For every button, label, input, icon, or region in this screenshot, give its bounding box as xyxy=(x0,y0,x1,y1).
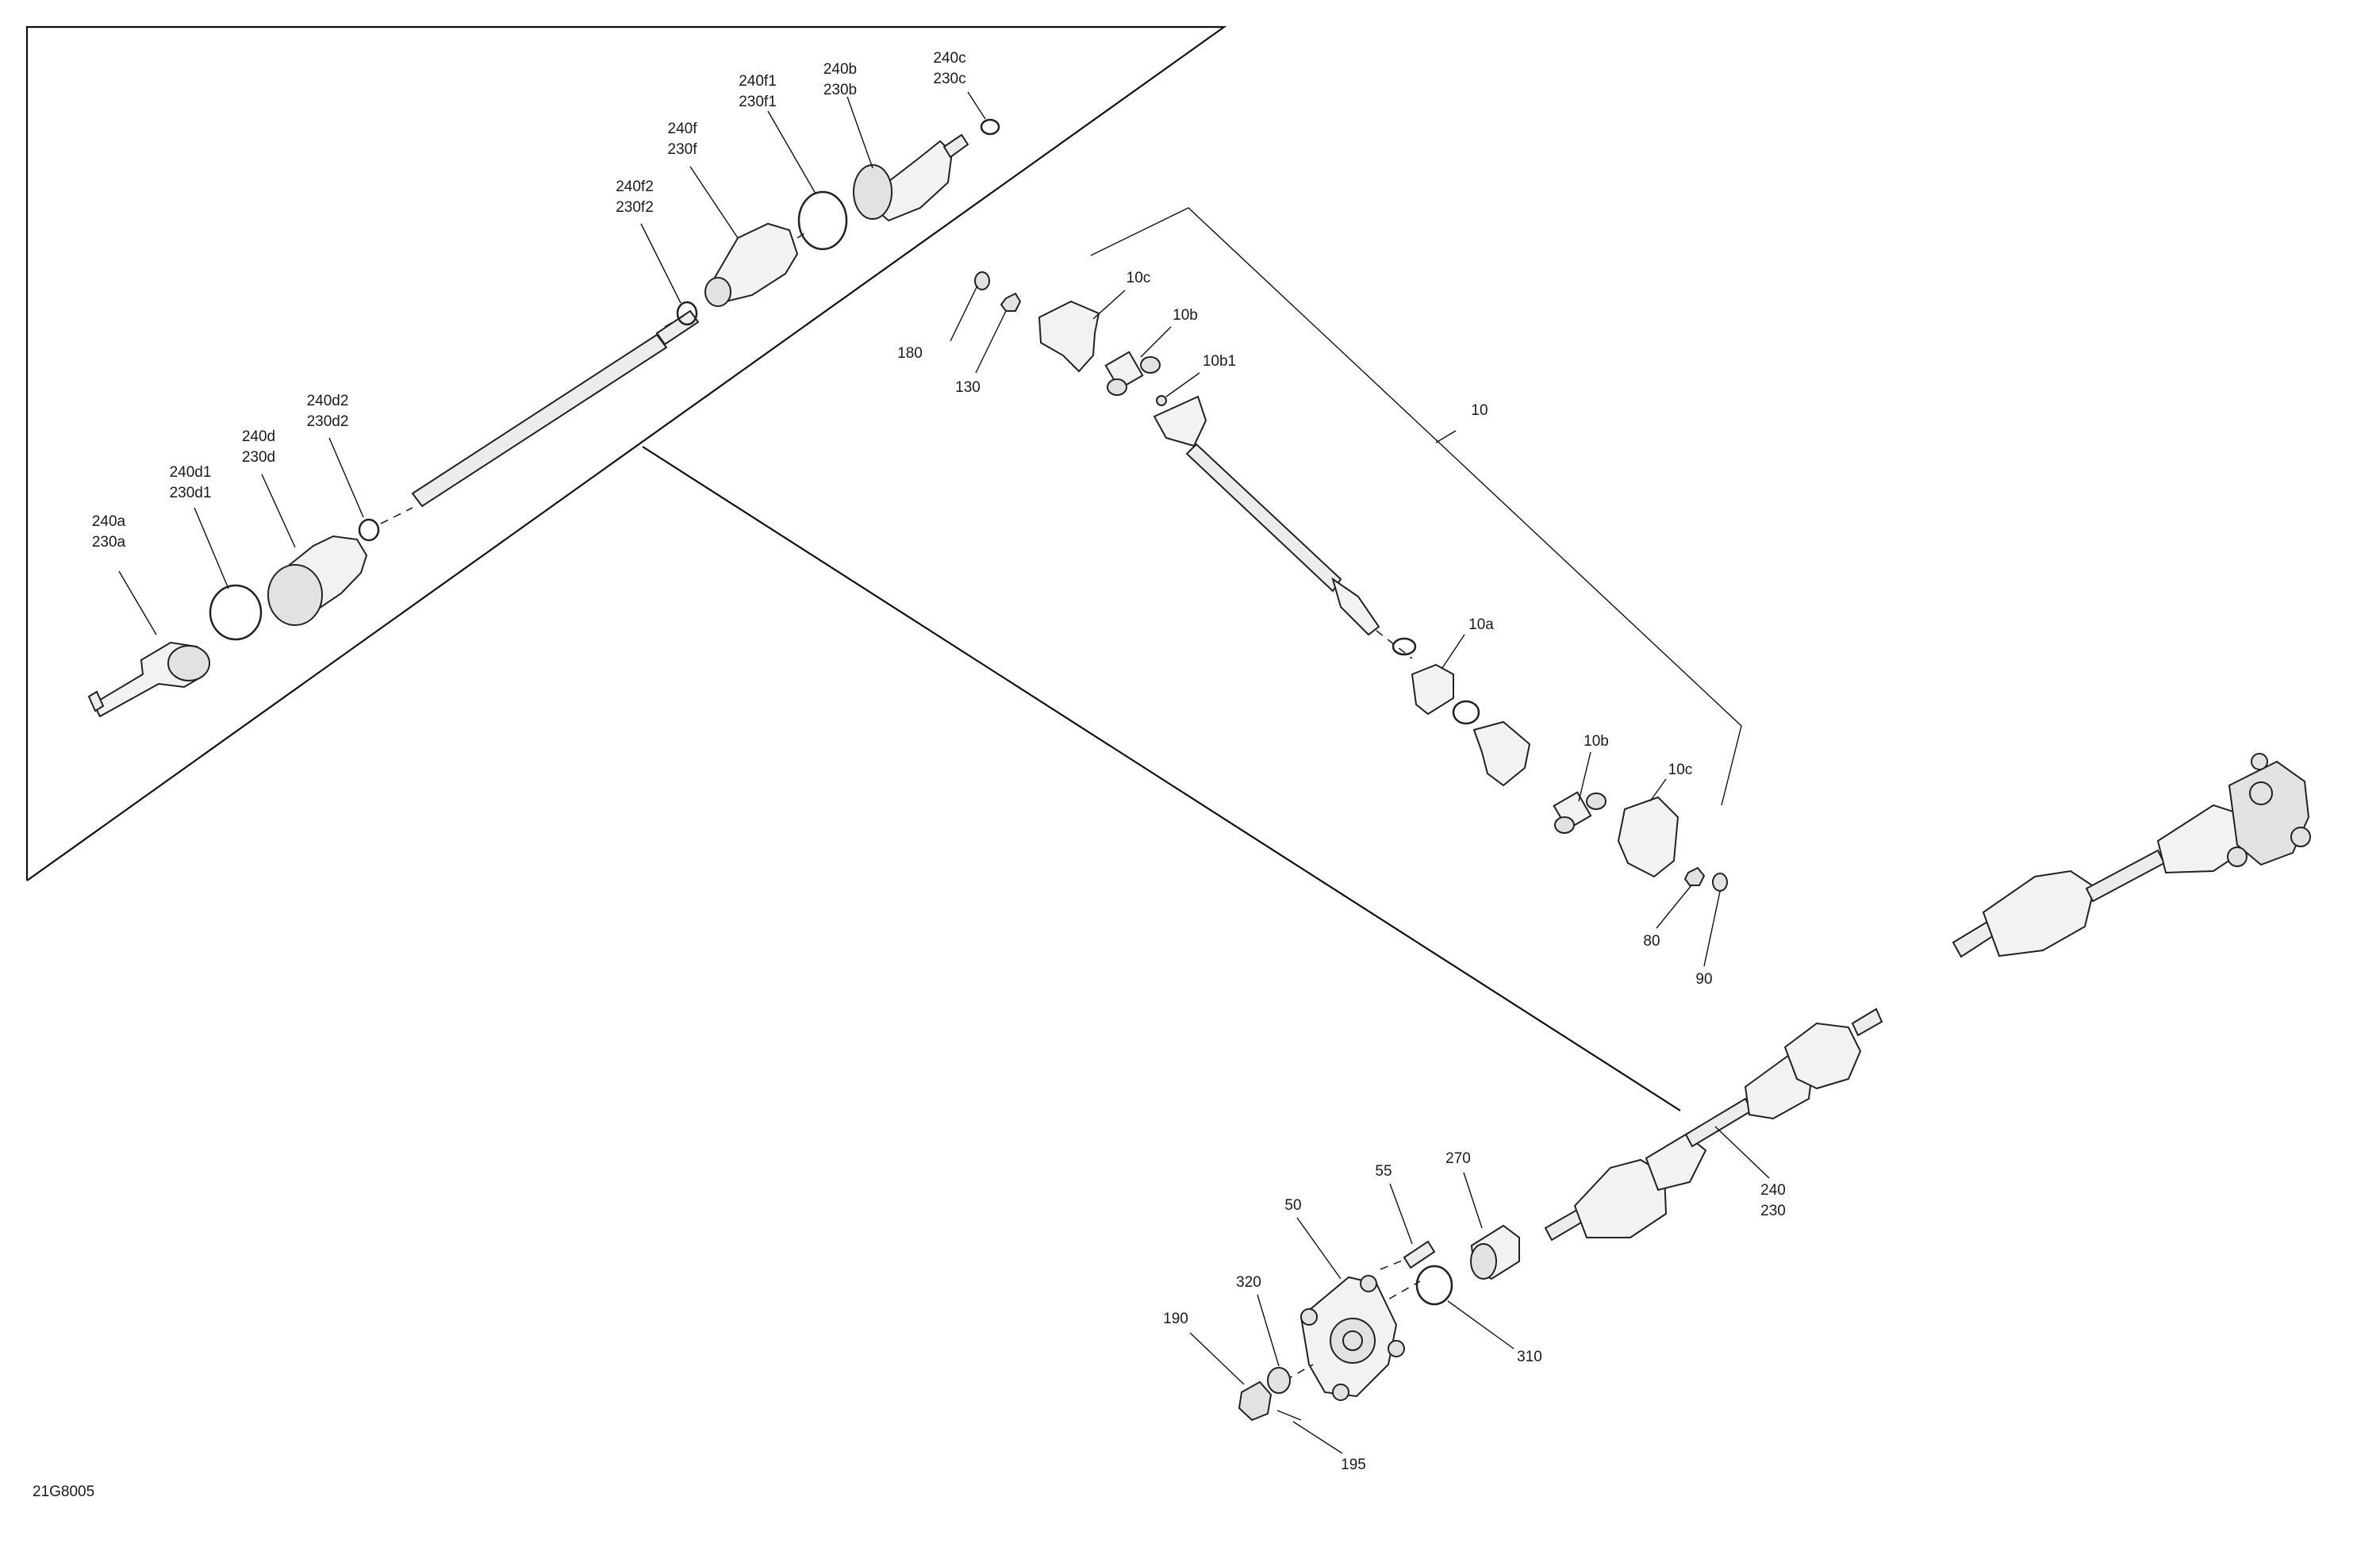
hub-washer xyxy=(1267,1367,1291,1394)
outer-boot xyxy=(704,222,799,307)
shaft-ring-1 xyxy=(1392,637,1417,656)
label-310: 310 xyxy=(1517,1349,1542,1365)
label-50: 50 xyxy=(1284,1197,1301,1214)
complete-drive-shaft-right xyxy=(1952,753,2311,958)
inner-boot xyxy=(267,535,368,626)
boot-clamp-small-2 xyxy=(676,301,698,326)
hub-nut xyxy=(1238,1380,1273,1422)
propeller-shaft-assembly xyxy=(950,207,1742,967)
label-10c-top: 10c xyxy=(1127,270,1151,286)
drawing-code: 21G8005 xyxy=(33,1484,94,1500)
wheel-stud xyxy=(1403,1240,1436,1269)
outer-cv-joint xyxy=(87,641,210,718)
bearing-circlip xyxy=(1415,1265,1453,1306)
u-joint-cross-bottom xyxy=(1553,791,1606,834)
shaft-ring-2 xyxy=(1452,700,1480,725)
rear-yoke xyxy=(1472,720,1531,787)
label-180: 180 xyxy=(897,345,923,362)
label-10a: 10a xyxy=(1468,616,1494,633)
inset-axle-components xyxy=(87,91,1000,718)
drive-shaft-with-hub xyxy=(1189,1008,1883,1454)
label-130: 130 xyxy=(955,379,981,396)
washer xyxy=(974,271,990,290)
circlip xyxy=(980,118,1000,136)
label-90: 90 xyxy=(1695,971,1712,988)
wheel-hub xyxy=(1299,1275,1405,1401)
boot-clamp-large-2 xyxy=(797,190,848,251)
shaft-yoke xyxy=(1153,395,1207,447)
label-270: 270 xyxy=(1445,1150,1471,1167)
front-yoke xyxy=(1038,300,1100,373)
inner-cv-joint xyxy=(853,133,969,222)
label-10b-top: 10b xyxy=(1173,307,1198,324)
label-10c-bottom: 10c xyxy=(1668,762,1693,778)
boot-clamp-large xyxy=(209,584,263,641)
label-10b-bottom: 10b xyxy=(1583,733,1609,750)
label-190: 190 xyxy=(1163,1311,1188,1327)
label-10b1: 10b1 xyxy=(1203,353,1236,370)
grease-fitting xyxy=(1156,395,1167,406)
wheel-bearing xyxy=(1470,1224,1520,1280)
propeller-shaft xyxy=(1185,443,1342,593)
rear-nut xyxy=(1683,866,1706,886)
rear-washer xyxy=(1712,873,1728,892)
label-10: 10 xyxy=(1471,402,1488,419)
u-joint-cross-top xyxy=(1104,351,1161,396)
label-80: 80 xyxy=(1643,933,1660,950)
slip-sleeve xyxy=(1411,663,1454,716)
label-320: 320 xyxy=(1236,1274,1261,1291)
label-55: 55 xyxy=(1375,1163,1392,1180)
rear-flange-yoke xyxy=(1617,796,1679,878)
axle-shaft xyxy=(411,309,700,508)
label-195: 195 xyxy=(1341,1457,1366,1473)
boot-clamp-small xyxy=(358,518,380,542)
cotter-pin xyxy=(1276,1410,1302,1421)
detail-inset-frame xyxy=(25,25,1681,1111)
nut xyxy=(1000,292,1022,312)
